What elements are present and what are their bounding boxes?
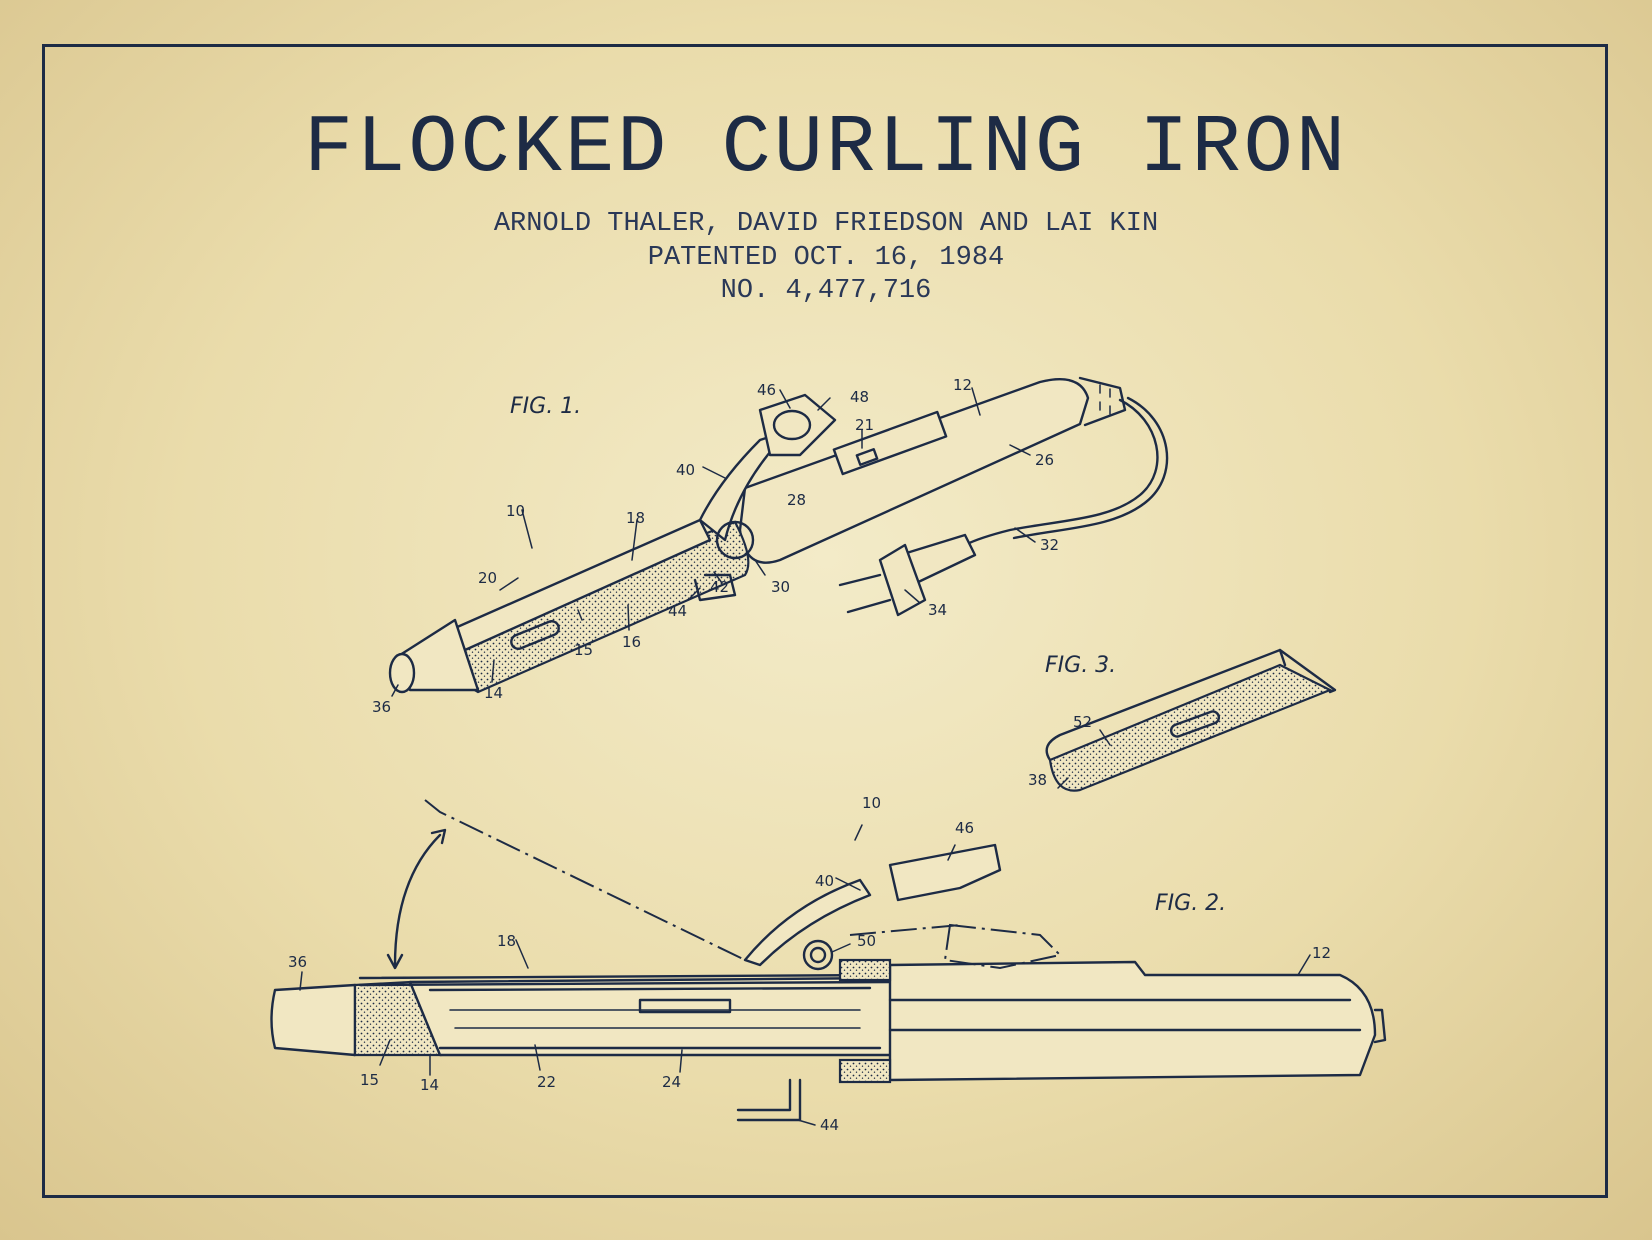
thumb-rest: [758, 393, 837, 457]
label-14: 14: [484, 684, 503, 702]
sleeve-slot: [1169, 710, 1221, 738]
label-12: 12: [953, 376, 972, 394]
label-36: 36: [372, 698, 391, 716]
label-15: 15: [574, 641, 593, 659]
swing-arrow: [393, 833, 442, 967]
label-36-fig2: 36: [288, 953, 307, 971]
figure-2: FIG. 2. 10 46 40 50 18 36 12 15 14 22 24…: [270, 794, 1387, 1134]
switch-plate: [832, 410, 948, 476]
label-24-fig2: 24: [662, 1073, 681, 1091]
insulator-top: [838, 958, 892, 982]
pivot: [715, 520, 755, 560]
label-10-fig2: 10: [862, 794, 881, 812]
switch-block-hidden: [943, 923, 1063, 970]
spring-coil-inner: [809, 946, 827, 964]
label-40: 40: [676, 461, 695, 479]
label-18: 18: [626, 509, 645, 527]
label-48: 48: [850, 388, 869, 406]
leader-lines: [391, 387, 1036, 697]
fig-1-label: FIG. 1.: [510, 394, 581, 419]
open-position-phantom: [424, 799, 746, 961]
label-12-fig2: 12: [1312, 944, 1331, 962]
fig-2-label: FIG. 2.: [1155, 891, 1226, 916]
border-frame: [42, 44, 1608, 1198]
label-50-fig2: 50: [857, 932, 876, 950]
strain-relief-grip: [1099, 384, 1111, 415]
label-18-fig2: 18: [497, 932, 516, 950]
thumb-rest: [888, 843, 1002, 902]
power-cord-outer: [1012, 396, 1169, 540]
power-cord: [963, 398, 1159, 547]
clamp-blade: [358, 973, 892, 987]
switch: [855, 448, 879, 466]
label-15-fig2: 15: [360, 1071, 379, 1089]
label-32: 32: [1040, 536, 1059, 554]
label-22-fig2: 22: [537, 1073, 556, 1091]
tip-end: [388, 652, 416, 694]
label-42: 42: [710, 578, 729, 596]
leader-lines: [299, 824, 1311, 1126]
barrel-inner-walls: [428, 986, 882, 1050]
label-30: 30: [771, 578, 790, 596]
thermostat: [638, 998, 732, 1014]
plug-prongs: [838, 573, 892, 614]
label-20: 20: [478, 569, 497, 587]
poster-title: FLOCKED CURLING IRON: [303, 102, 1349, 195]
figure-1: FIG. 1. 46 48 12 21 40 26 28 10 18 20 32…: [372, 376, 1169, 716]
handle: [888, 960, 1377, 1082]
heater-element: [449, 1009, 861, 1029]
label-21: 21: [855, 416, 874, 434]
label-44-fig2: 44: [820, 1116, 839, 1134]
swing-arrowheads: [386, 828, 447, 970]
wire-stand: [736, 1078, 802, 1122]
tip: [270, 983, 357, 1057]
label-38: 38: [1028, 771, 1047, 789]
patent-number: NO. 4,477,716: [720, 276, 932, 306]
label-40-fig2: 40: [815, 872, 834, 890]
label-46-fig2: 46: [955, 819, 974, 837]
wire-stand: [693, 573, 737, 602]
patent-date: PATENTED OCT. 16, 1984: [647, 243, 1005, 273]
insulator-bottom: [838, 1058, 892, 1084]
label-16: 16: [622, 633, 641, 651]
label-26: 26: [1035, 451, 1054, 469]
label-34: 34: [928, 601, 947, 619]
cord-strain-relief: [1078, 376, 1127, 427]
label-14-fig2: 14: [420, 1076, 439, 1094]
figure-3: FIG. 3. 52 38: [1028, 648, 1337, 792]
handle-end: [1373, 1008, 1387, 1044]
sleeve-lip: [1278, 648, 1337, 694]
inventors-line: ARNOLD THALER, DAVID FRIEDSON AND LAI KI…: [493, 209, 1159, 239]
label-44: 44: [668, 602, 687, 620]
sleeve-edge: [1045, 648, 1287, 762]
sleeve-leaders: [1057, 729, 1111, 789]
label-28: 28: [787, 491, 806, 509]
label-52: 52: [1073, 713, 1092, 731]
spring-coil: [802, 939, 834, 971]
flocked-sleeve: [1048, 663, 1333, 792]
clamp-lever: [743, 878, 872, 967]
thumb-rest-recess: [772, 409, 812, 441]
label-10: 10: [506, 502, 525, 520]
lever-hidden: [849, 924, 961, 936]
stand-slot: [510, 620, 560, 650]
handle-contours: [888, 998, 1362, 1032]
label-46: 46: [757, 381, 776, 399]
fig-3-label: FIG. 3.: [1045, 653, 1116, 678]
